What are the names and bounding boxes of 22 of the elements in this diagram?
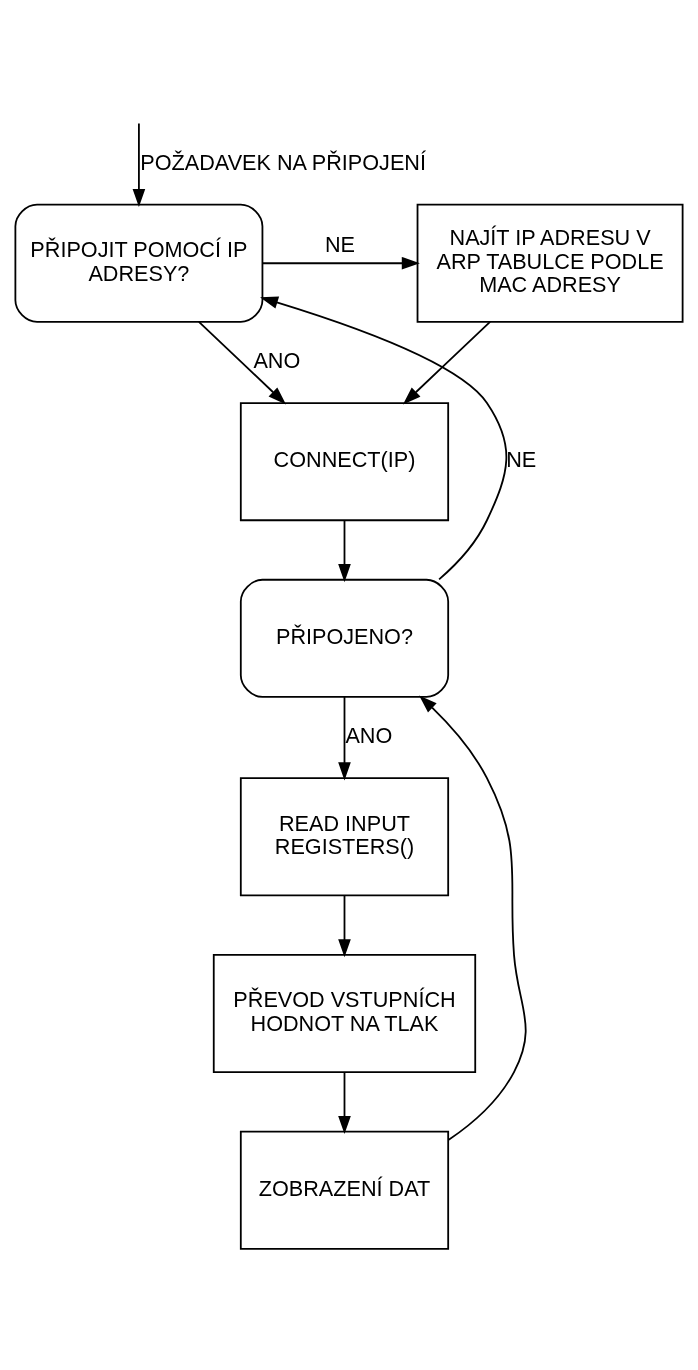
edge-label: NE: [506, 446, 537, 472]
node-box: PŘIPOJIT POMOCÍ IP ADRESY?: [14, 203, 264, 323]
edge-label: POŽADAVEK NA PŘIPOJENÍ: [140, 149, 426, 175]
edge-label: ANO: [253, 347, 301, 373]
node-box: CONNECT(IP): [239, 401, 450, 521]
node-box: ZOBRAZENÍ DAT: [239, 1130, 450, 1250]
arrow: [338, 1071, 351, 1134]
arrow: [402, 320, 491, 404]
edge-label: NE: [324, 231, 356, 257]
arrow: [260, 296, 508, 580]
arrow: [338, 519, 351, 582]
node-box: READ INPUT REGISTERS(): [239, 776, 450, 896]
edge-label: ANO: [345, 722, 393, 748]
arrow: [419, 694, 527, 1141]
arrow: [338, 695, 351, 780]
arrow: [261, 256, 420, 270]
arrow: [198, 320, 286, 404]
arrow: [338, 894, 351, 957]
node-box: PŘIPOJENO?: [239, 578, 450, 698]
node-box: PŘEVOD VSTUPNÍCH HODNOT NA TLAK: [212, 953, 477, 1073]
node-box: NAJÍT IP ADRESU V ARP TABULCE PODLE MAC ADRESY: [416, 203, 684, 323]
arrow: [132, 122, 146, 207]
